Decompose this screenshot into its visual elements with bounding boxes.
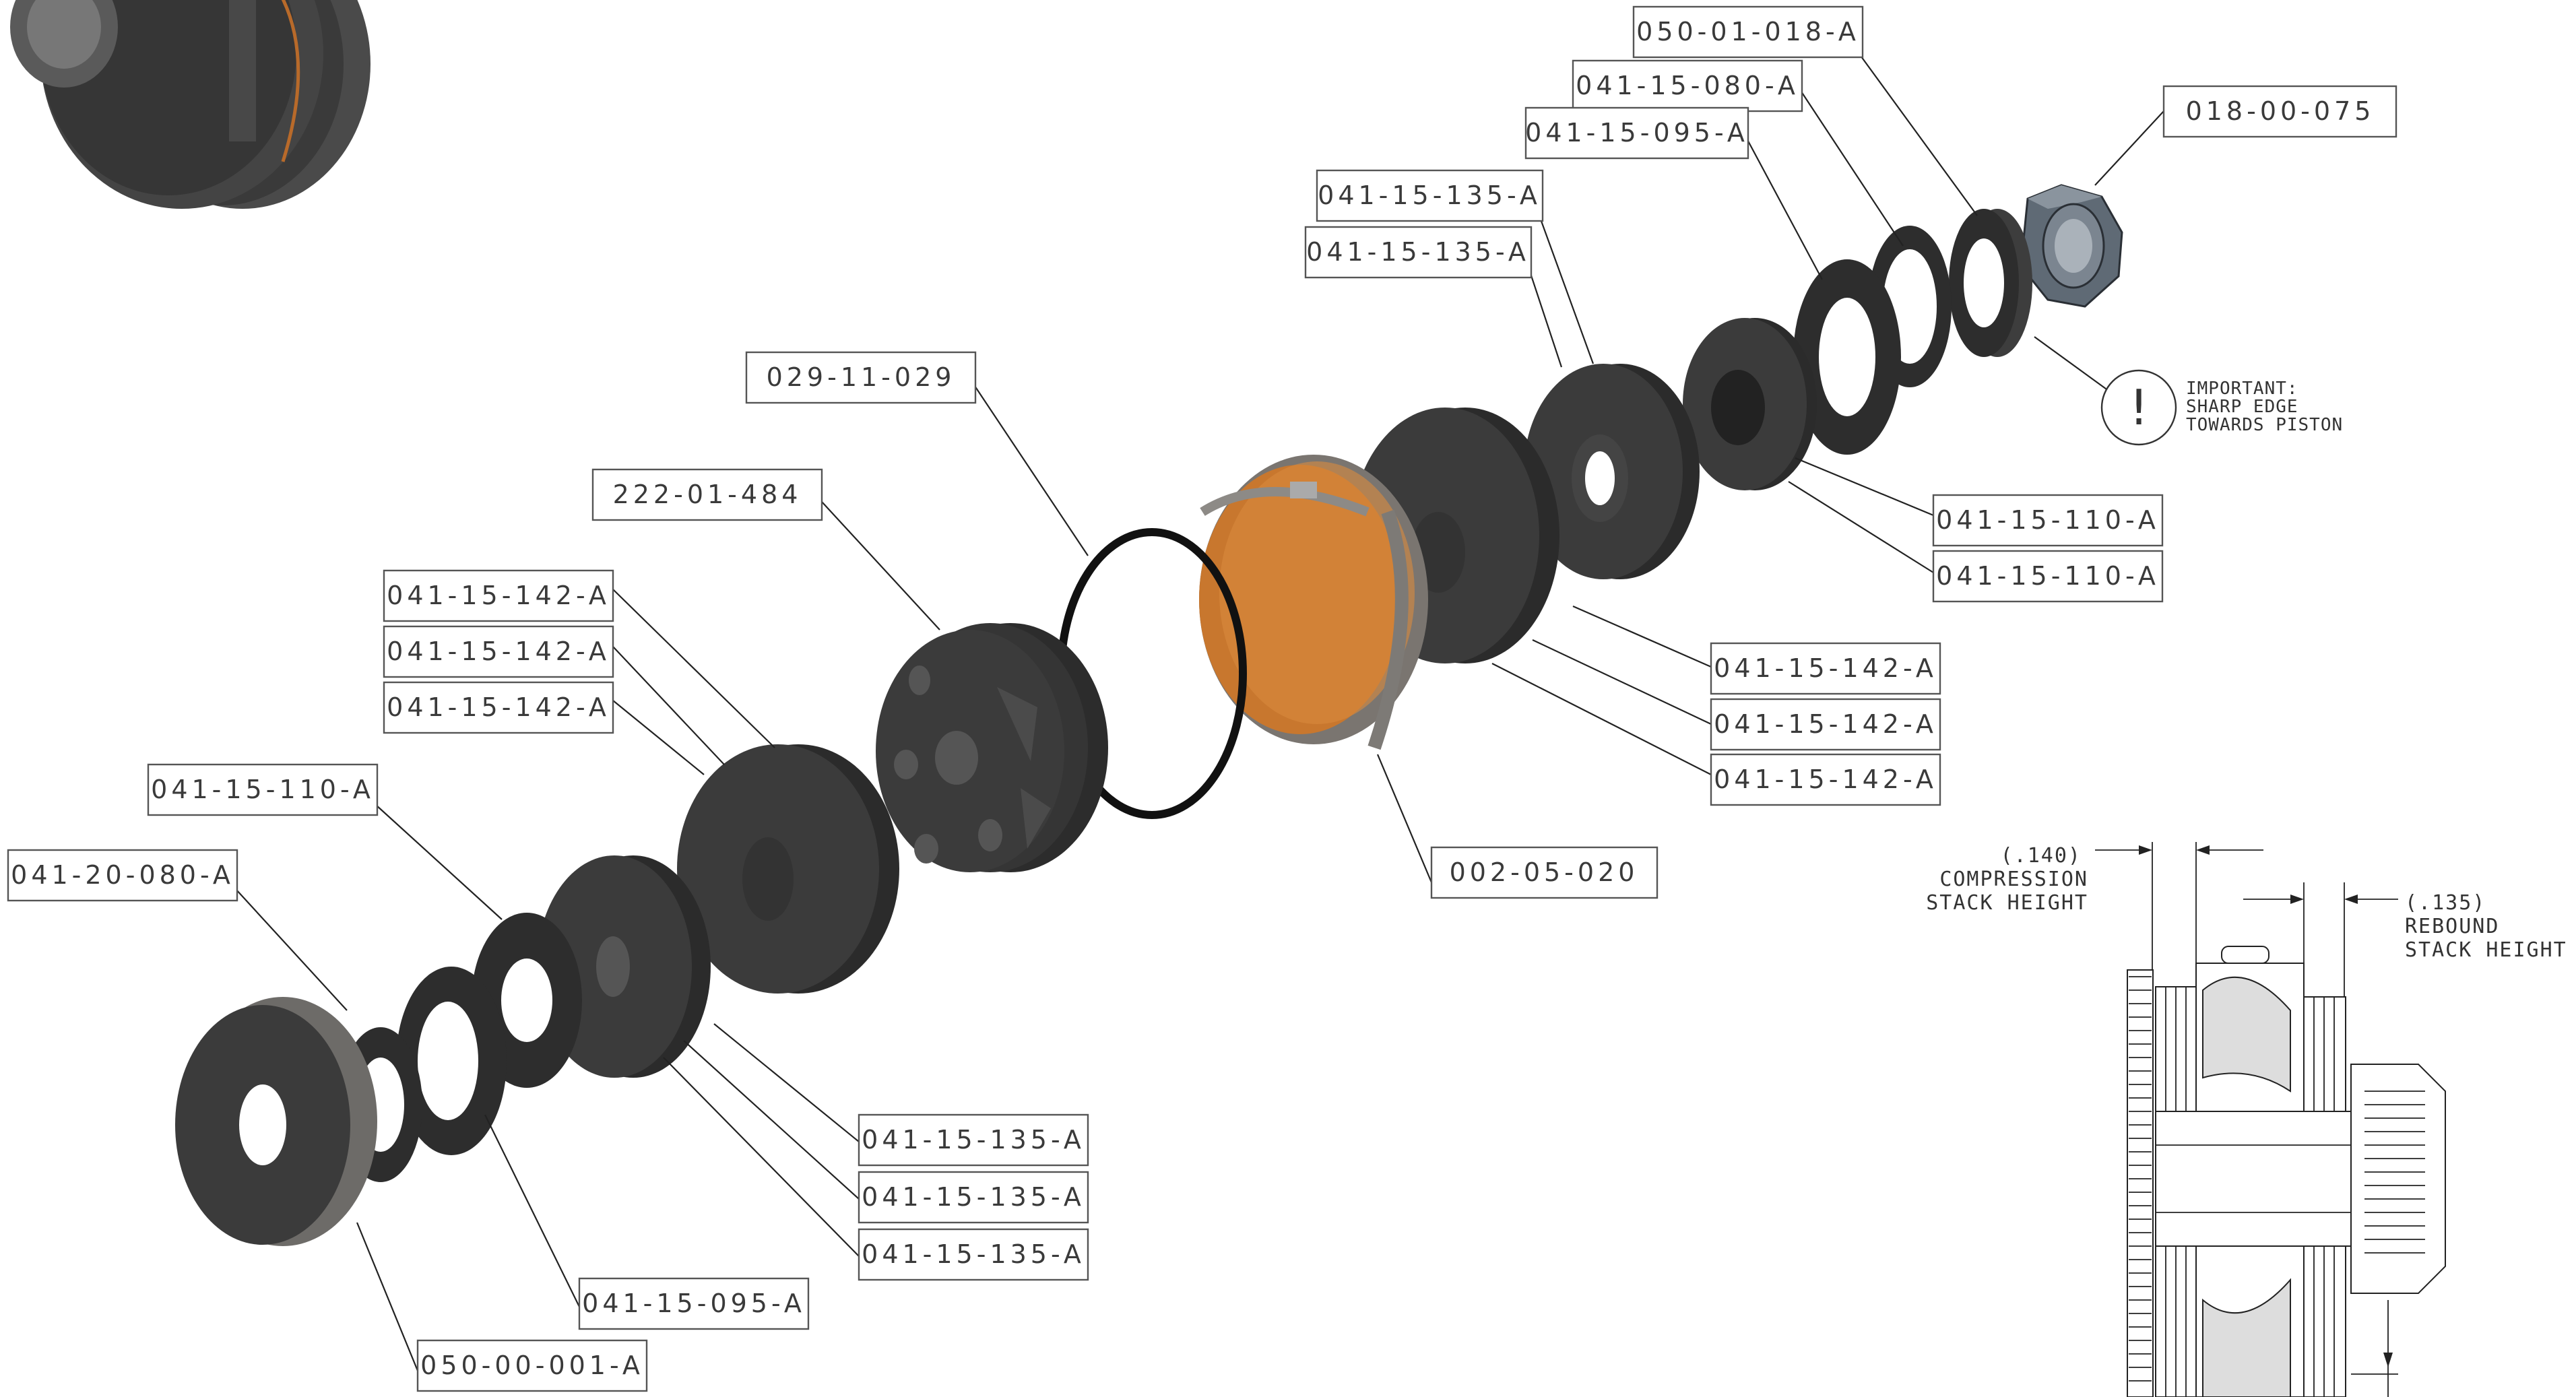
callout-nut: 018-00-075 xyxy=(2162,85,2397,138)
label-text: 041-15-135-A xyxy=(862,1125,1085,1155)
label-text: 041-15-080-A xyxy=(1576,71,1799,100)
rebound-value: (.135) xyxy=(2405,891,2486,915)
label-text: 041-15-142-A xyxy=(1714,653,1937,683)
callout-left-142-3: 041-15-142-A xyxy=(383,681,614,734)
piston-band-bushing xyxy=(1199,455,1428,750)
label-text: 041-15-142-A xyxy=(1714,709,1937,739)
label-text: 002-05-020 xyxy=(1450,857,1639,887)
callout-bushing: 002-05-020 xyxy=(1430,846,1659,899)
compression-line-2: STACK HEIGHT xyxy=(1926,891,2088,915)
label-text: 041-15-135-A xyxy=(1306,237,1530,267)
shim-041-15-095-lower xyxy=(396,967,507,1155)
important-note: ! IMPORTANT: SHARP EDGE TOWARDS PISTON xyxy=(2100,369,2343,446)
note-line-3: TOWARDS PISTON xyxy=(2186,415,2343,435)
label-text: 041-15-135-A xyxy=(1318,181,1541,210)
label-text: 018-00-075 xyxy=(2186,96,2375,126)
callout-oring: 029-11-029 xyxy=(745,351,977,404)
rebound-line-1: REBOUND xyxy=(2405,915,2499,938)
note-line-1: IMPORTANT: xyxy=(2186,379,2298,399)
callout-spacer: 041-20-080-A xyxy=(7,849,238,902)
label-text: 041-15-095-A xyxy=(582,1289,806,1318)
callout-lower-135-3: 041-15-135-A xyxy=(858,1228,1089,1281)
shim-stack-041-15-142-left xyxy=(677,744,899,994)
warning-icon: ! xyxy=(2129,379,2149,436)
callout-upper-135-2: 041-15-135-A xyxy=(1304,226,1533,279)
label-text: 050-00-001-A xyxy=(420,1351,644,1380)
callout-left-142-1: 041-15-142-A xyxy=(383,569,614,622)
callout-top-washer: 050-01-018-A xyxy=(1632,5,1864,59)
label-text: 041-15-135-A xyxy=(862,1182,1085,1212)
washer-050-01-018 xyxy=(1949,209,2032,357)
callout-left-142-2: 041-15-142-A xyxy=(383,625,614,678)
callout-upper-110-2: 041-15-110-A xyxy=(1932,550,2164,603)
callout-piston: 222-01-484 xyxy=(591,468,823,521)
callout-upper-135-1: 041-15-135-A xyxy=(1316,169,1544,222)
lock-nut xyxy=(2020,184,2123,308)
compression-line-1: COMPRESSION xyxy=(1939,868,2088,891)
leader-lines xyxy=(235,53,2164,1371)
callout-lower-095: 041-15-095-A xyxy=(578,1277,810,1330)
note-line-2: SHARP EDGE xyxy=(2186,397,2298,417)
section-view: (.140) COMPRESSION STACK HEIGHT (.135) R… xyxy=(1926,842,2567,1397)
label-text: 041-15-142-A xyxy=(387,692,610,722)
label-text: 041-15-110-A xyxy=(151,775,375,804)
base-washer xyxy=(175,997,377,1246)
callout-left-110: 041-15-110-A xyxy=(147,763,379,816)
label-text: 041-15-142-A xyxy=(387,581,610,610)
partial-assembly-view xyxy=(10,0,371,209)
shim-stack-041-15-110-upper xyxy=(1683,318,1817,490)
callout-right-142-1: 041-15-142-A xyxy=(1710,642,1941,695)
label-text: 041-15-142-A xyxy=(387,637,610,666)
callout-lower-135-2: 041-15-135-A xyxy=(858,1171,1089,1224)
callout-right-142-2: 041-15-142-A xyxy=(1710,698,1941,751)
piston xyxy=(876,623,1108,872)
label-text: 041-15-135-A xyxy=(862,1239,1085,1269)
label-text: 041-15-095-A xyxy=(1525,118,1749,148)
callout-top-shim-095: 041-15-095-A xyxy=(1524,106,1749,160)
label-text: 222-01-484 xyxy=(613,480,802,509)
label-text: 041-15-142-A xyxy=(1714,765,1937,794)
callout-right-142-3: 041-15-142-A xyxy=(1710,753,1941,806)
label-text: 029-11-029 xyxy=(767,362,956,392)
shim-041-15-095 xyxy=(1793,259,1901,455)
rebound-line-2: STACK HEIGHT xyxy=(2405,938,2567,962)
callout-upper-110-1: 041-15-110-A xyxy=(1932,494,2164,547)
callout-lower-135-1: 041-15-135-A xyxy=(858,1113,1089,1167)
label-text: 041-15-110-A xyxy=(1936,505,2160,535)
shim-stack-041-15-135-upper xyxy=(1524,364,1700,579)
label-text: 041-20-080-A xyxy=(11,860,234,890)
callout-base-washer: 050-00-001-A xyxy=(416,1339,648,1392)
compression-value: (.140) xyxy=(2001,844,2082,868)
label-text: 041-15-110-A xyxy=(1936,561,2160,591)
callout-top-shim-080: 041-15-080-A xyxy=(1572,59,1803,112)
label-text: 050-01-018-A xyxy=(1636,17,1860,46)
